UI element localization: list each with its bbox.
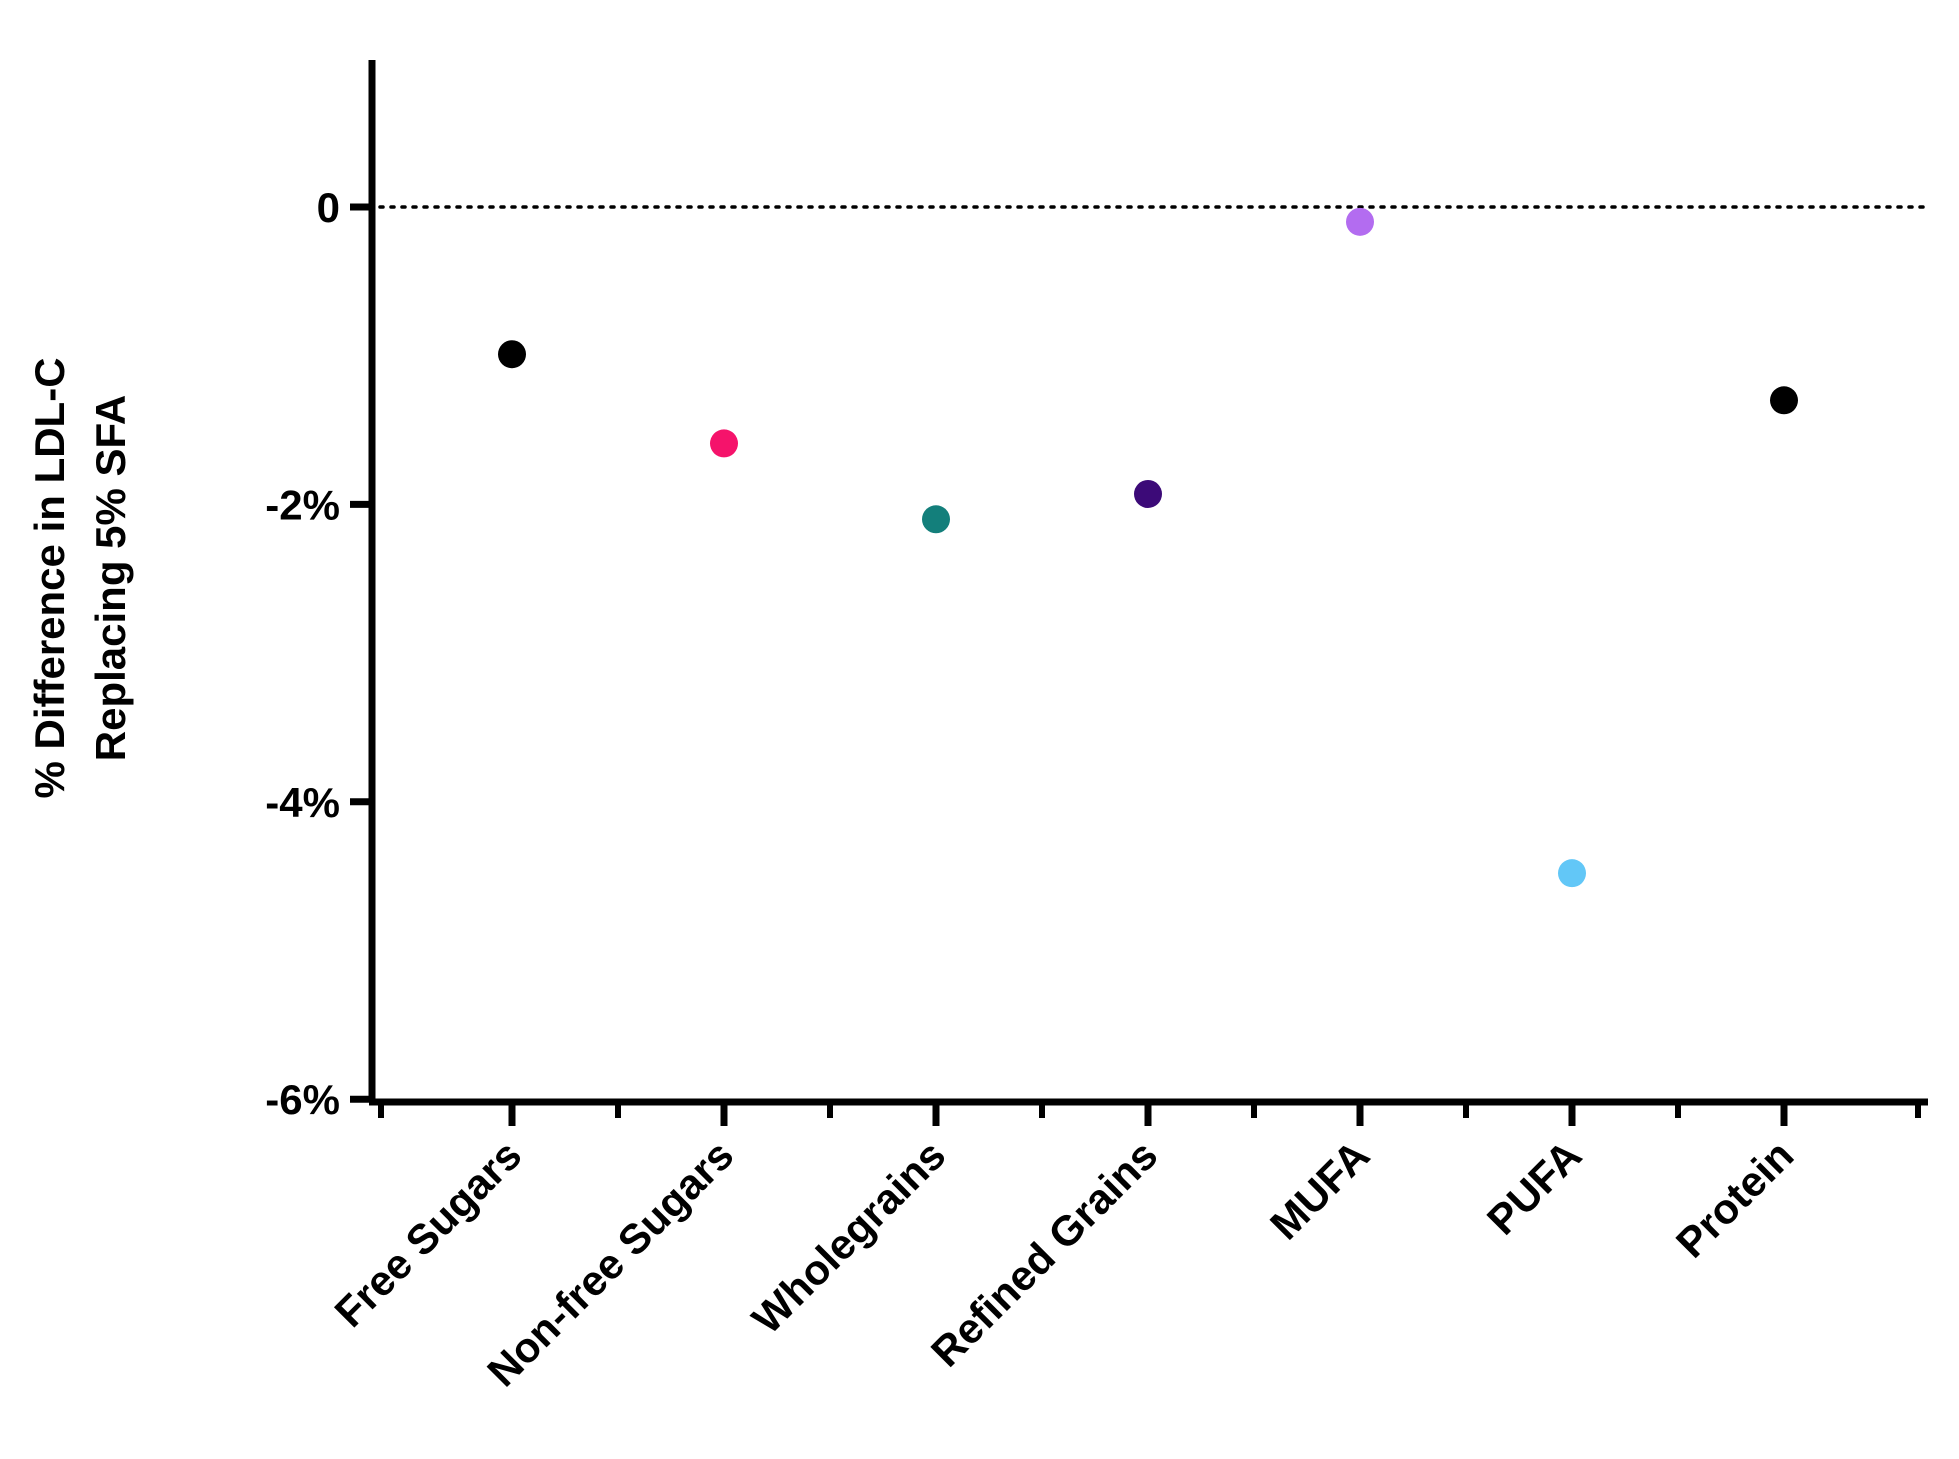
- y-axis-title: % Difference in LDL-C Replacing 5% SFA: [26, 357, 134, 798]
- x-tick-label: Free Sugars: [325, 1131, 530, 1336]
- data-point: [498, 340, 526, 369]
- x-tick-label: Protein: [1667, 1131, 1803, 1267]
- y-axis: 0 -2% -4% -6%: [265, 60, 376, 1123]
- x-tick-label: PUFA: [1478, 1131, 1590, 1243]
- y-tick-label: 0: [317, 184, 340, 231]
- y-axis-title-line-1: % Difference in LDL-C: [26, 357, 73, 798]
- data-point: [1346, 207, 1374, 236]
- data-point: [1558, 859, 1586, 888]
- data-point: [1770, 386, 1798, 415]
- x-tick-label: MUFA: [1261, 1131, 1378, 1248]
- y-tick-label: -2%: [265, 481, 340, 528]
- y-tick-label: -6%: [265, 1076, 340, 1123]
- data-points: [498, 207, 1798, 888]
- data-point: [922, 505, 950, 534]
- x-tick-label: Refined Grains: [922, 1131, 1166, 1375]
- x-tick-label: Wholegrains: [743, 1131, 954, 1342]
- data-point: [710, 429, 738, 458]
- y-axis-title-line-2: Replacing 5% SFA: [87, 395, 134, 761]
- y-tick-label: -4%: [265, 779, 340, 826]
- data-point: [1134, 479, 1162, 508]
